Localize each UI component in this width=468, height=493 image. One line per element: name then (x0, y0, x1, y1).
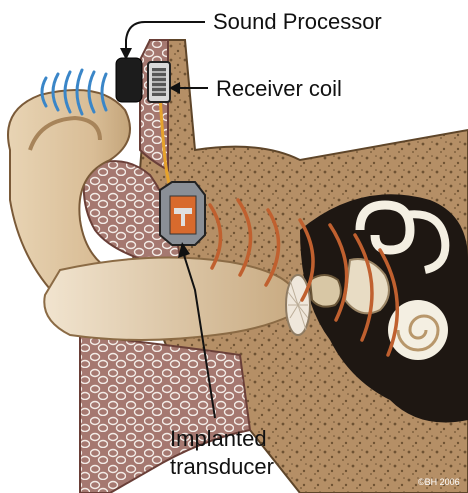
ossicles (310, 275, 341, 307)
receiver-coil-label: Receiver coil (216, 76, 342, 101)
transducer-icon (160, 182, 205, 245)
implanted-transducer-label-line2: transducer (170, 454, 274, 479)
copyright-mark: ©BH 2006 (418, 477, 460, 487)
eardrum-icon (286, 275, 310, 335)
sound-processor-icon (116, 58, 142, 102)
receiver-coil-icon (148, 62, 170, 102)
sound-processor-label: Sound Processor (213, 9, 382, 34)
implanted-transducer-label-line1: Implanted (170, 426, 267, 451)
ear-canal (44, 258, 292, 341)
